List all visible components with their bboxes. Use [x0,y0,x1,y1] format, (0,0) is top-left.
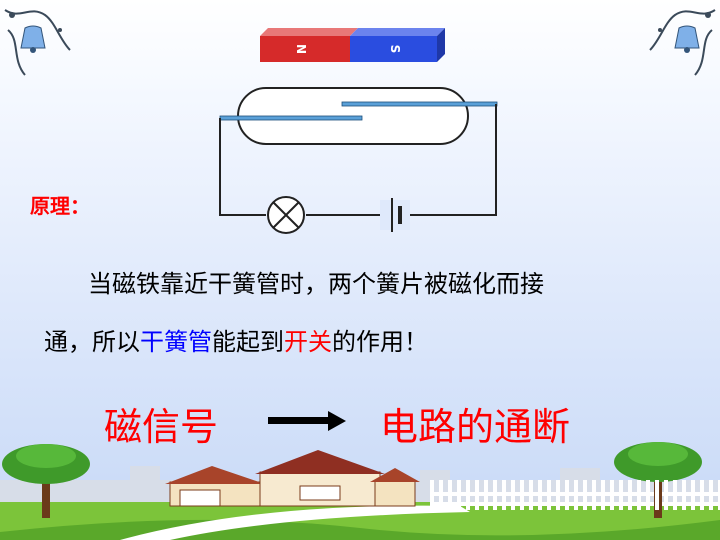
magnetic-signal-label: 磁信号 [104,405,219,449]
battery-icon [380,198,410,232]
magnet-north-pole [260,36,350,62]
tree-icon [2,444,90,518]
magnet-north-label: N [294,44,308,54]
fence-pickets [430,480,720,510]
bell-icon [4,9,71,76]
reed-switch-circuit [219,87,498,234]
arrow-right-icon [268,411,346,431]
bell-icon [649,9,716,76]
house-icon [165,450,420,507]
switch-highlight: 开关 [284,328,332,356]
reed-switch-highlight: 干簧管 [140,328,212,356]
reed-blade-right [341,101,498,107]
principle-line-2: 通，所以干簧管能起到开关的作用！ [44,322,428,357]
text-segment: 的作用！ [332,328,428,356]
tree-icon [614,442,702,518]
principle-line-1: 当磁铁靠近干簧管时，两个簧片被磁化而接 [88,270,544,298]
scenery [0,442,720,540]
text-segment: 通，所以 [44,328,140,356]
magnet-south-label: S [388,45,402,54]
bar-magnet: N S [260,28,445,62]
circuit-onoff-label: 电路的通断 [380,405,571,449]
principle-label: 原理： [30,194,90,218]
lamp-icon [267,196,305,234]
reed-blade-left [219,115,363,121]
magnet-south-pole [350,36,437,62]
text-segment: 能起到 [212,328,284,356]
